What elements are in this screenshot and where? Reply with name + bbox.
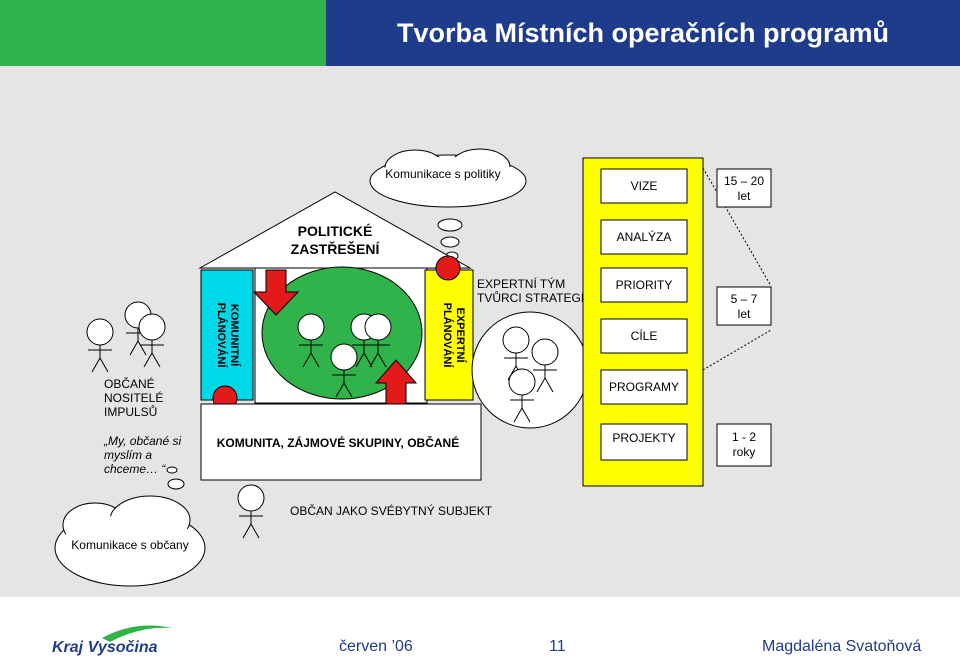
svg-text:PROJEKTY: PROJEKTY bbox=[612, 431, 675, 445]
svg-text:1 - 2: 1 - 2 bbox=[732, 430, 756, 444]
svg-text:15 – 20: 15 – 20 bbox=[724, 174, 764, 188]
expert-team-line-1: EXPERTNÍ TÝM bbox=[477, 276, 565, 291]
ladder-priority: PRIORITY bbox=[600, 267, 688, 303]
community-box bbox=[200, 403, 482, 481]
arrow-up bbox=[374, 359, 418, 406]
expertni-line-2: PLÁNOVÁNÍ bbox=[441, 303, 454, 369]
cloud-politics-label: Komunikace s politiky bbox=[385, 167, 500, 181]
expert-team-line-2: TVŮRCI STRATEGIE bbox=[477, 290, 592, 305]
svg-text:ANALÝZA: ANALÝZA bbox=[617, 229, 672, 244]
cloud-citizens: Komunikace s občany bbox=[54, 466, 206, 587]
roof-line-1: POLITICKÉ bbox=[298, 223, 373, 239]
ladder-programy: PROGRAMY bbox=[600, 369, 688, 405]
svg-text:PRIORITY: PRIORITY bbox=[616, 278, 673, 292]
person-icon bbox=[138, 313, 166, 368]
timeframe-short: 1 - 2 roky bbox=[716, 423, 772, 467]
svg-text:5 – 7: 5 – 7 bbox=[731, 292, 758, 306]
citizen-subject-label: OBČAN JAKO SVÉBYTNÝ SUBJEKT bbox=[290, 503, 493, 518]
komunitni-line-1: KOMUNITNÍ bbox=[228, 304, 241, 367]
arrow-down bbox=[252, 269, 300, 316]
expertni-planovani-bar bbox=[424, 269, 474, 401]
ladder-analyza: ANALÝZA bbox=[600, 219, 688, 255]
red-dot-top bbox=[435, 255, 461, 281]
expertni-line-1: EXPERTNÍ bbox=[454, 307, 467, 363]
timeframe-long: 15 – 20 let bbox=[716, 168, 772, 208]
community-label: KOMUNITA, ZÁJMOVÉ SKUPINY, OBČANÉ bbox=[217, 435, 459, 450]
footer-page-number: 11 bbox=[549, 638, 566, 655]
cloud-citizens-label: Komunikace s občany bbox=[71, 538, 188, 552]
svg-text:let: let bbox=[738, 307, 751, 321]
roof-line-2: ZASTŘEŠENÍ bbox=[291, 240, 381, 257]
ladder-cile: CÍLE bbox=[600, 318, 688, 354]
svg-text:PROGRAMY: PROGRAMY bbox=[609, 380, 679, 394]
ladder-vize: VIZE bbox=[600, 168, 688, 204]
komunitni-line-2: PLÁNOVÁNÍ bbox=[215, 303, 228, 369]
person-icon bbox=[86, 318, 114, 373]
svg-text:CÍLE: CÍLE bbox=[631, 328, 658, 343]
quote-line-3: chceme… “ bbox=[104, 462, 166, 476]
footer-author: Magdaléna Svatoňová bbox=[762, 638, 922, 655]
kraj-vysocina-logo: Kraj Vysočina bbox=[52, 625, 172, 656]
expert-team-circle bbox=[471, 311, 589, 429]
footer bbox=[0, 597, 960, 659]
page-title: Tvorba Místních operačních programů bbox=[396, 17, 890, 48]
header-blue-band bbox=[326, 0, 960, 66]
ladder-projekty: PROJEKTY bbox=[600, 423, 688, 461]
citizens-line-3: IMPULSŮ bbox=[104, 404, 157, 419]
timeframe-medium: 5 – 7 let bbox=[716, 286, 772, 326]
svg-text:roky: roky bbox=[733, 445, 756, 459]
person-icon bbox=[237, 484, 265, 539]
svg-text:VIZE: VIZE bbox=[631, 179, 658, 193]
citizens-line-1: OBČANÉ bbox=[104, 376, 155, 391]
svg-text:let: let bbox=[738, 189, 751, 203]
quote-line-2: myslím a bbox=[104, 448, 152, 462]
footer-date: červen ’06 bbox=[339, 638, 413, 655]
header-green-band bbox=[0, 0, 326, 66]
community-circle bbox=[261, 266, 423, 400]
citizens-line-2: NOSITELÉ bbox=[104, 390, 163, 405]
cloud-politics: Komunikace s politiky bbox=[369, 148, 527, 261]
quote-line-1: „My, občané si bbox=[103, 434, 181, 448]
svg-text:Kraj Vysočina: Kraj Vysočina bbox=[52, 639, 158, 656]
